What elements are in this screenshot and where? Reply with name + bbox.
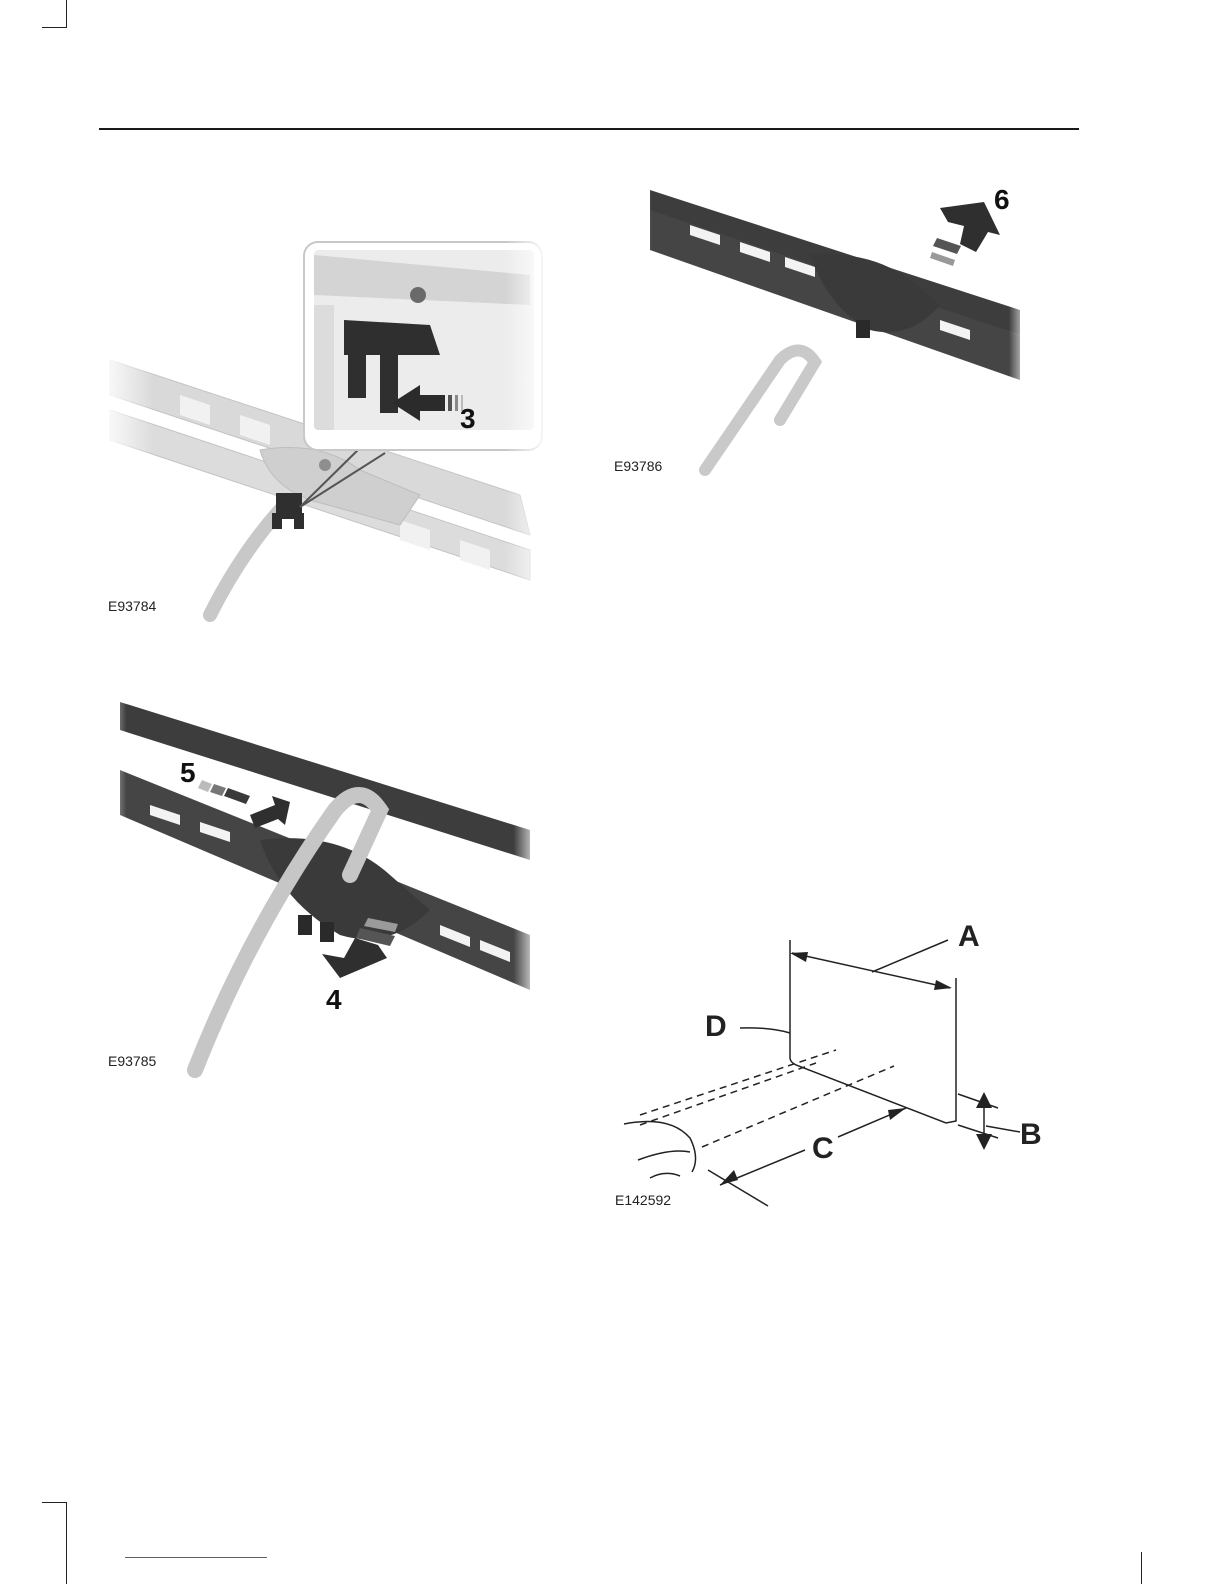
label-b: B: [1020, 1118, 1042, 1152]
label-a: A: [958, 920, 980, 954]
header-rule: [99, 128, 1079, 130]
crop-mark-bottom-left-v: [66, 1502, 67, 1584]
figure-e93786: 6 E93786: [610, 180, 1030, 480]
callout-4: 4: [326, 984, 342, 1016]
wiper-blade-dimension-diagram: [610, 920, 1070, 1220]
callout-6: 6: [994, 184, 1010, 216]
figure-e93784: 3 E93784: [100, 235, 550, 625]
wiper-arm-removal-illustration: [610, 180, 1030, 480]
figure-code: E93785: [108, 1053, 156, 1069]
figure-code: E142592: [615, 1192, 671, 1208]
arrowhead-b-bottom-icon: [976, 1134, 992, 1150]
callout-5: 5: [180, 757, 196, 789]
figure-e142592: A D C B E142592: [610, 920, 1070, 1220]
arrowhead-c-right-icon: [888, 1108, 906, 1120]
label-d: D: [705, 1010, 727, 1044]
arrowhead-b-top-icon: [976, 1092, 992, 1108]
figure-e93785: 5 4 E93785: [100, 700, 540, 1080]
crop-mark-top-left-v: [66, 0, 67, 27]
wiper-clip-release-illustration: [100, 235, 550, 625]
crop-mark-top-left-h: [42, 27, 67, 28]
crop-mark-bottom-left-h: [42, 1502, 67, 1503]
arrowhead-a-left-icon: [790, 952, 808, 962]
dimension-a-line: [792, 953, 950, 988]
blade-outline: [790, 940, 956, 1123]
crop-mark-bottom-right-v: [1141, 1552, 1142, 1584]
footer-link[interactable]: [125, 1557, 267, 1558]
figure-code: E93784: [108, 598, 156, 614]
wiper-blade-slide-illustration: [100, 700, 540, 1080]
callout-3: 3: [460, 403, 476, 435]
figure-code: E93786: [614, 458, 662, 474]
label-c: C: [812, 1132, 834, 1166]
